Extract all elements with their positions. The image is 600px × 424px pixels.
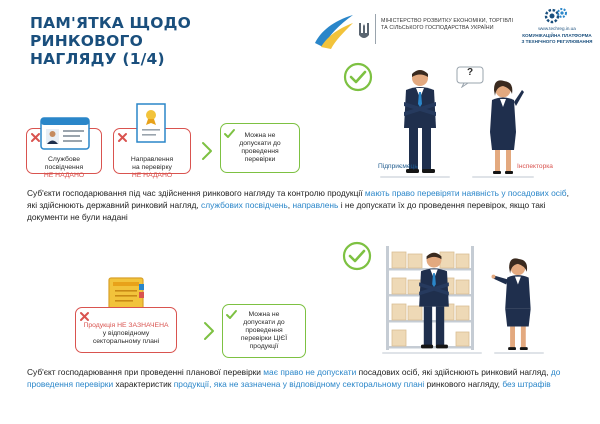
section2-text-2: посадових осіб, які здійснюють ринковий … [356,367,551,377]
card-product-line-2: у відповідному [102,330,150,337]
card-may-refuse-line-4: перевірки [244,156,276,163]
card-may-refuse-product-line-5: продукції [249,343,279,350]
card-may-refuse-product-label: Можна не допускати до проведення перевір… [225,311,303,351]
card-inspection-order-line-1: Направлення [130,156,174,163]
section1-highlight-3: направлень [292,200,339,210]
card-product-line-3: секторальному плані [92,338,160,345]
entrepreneur-figure [419,252,449,349]
techreg-gears-icon [544,8,567,24]
section2-highlight-1: має право не допускати [263,367,357,377]
ukraine-logo-icon [315,15,353,49]
check-icon [224,129,235,138]
card-inspection-order-label: Направлення на перевірку НЕ НАДАНО [116,156,188,180]
card-may-refuse-line-1: Можна не [244,132,276,139]
section2-text-3: характеристик [113,379,174,389]
card-may-refuse-product-line-2: допускати до [243,319,285,326]
card-may-refuse-line-2: допускати до [239,140,281,147]
ministry-name-line-1: Міністерство розвитку економіки, торгівл… [381,18,514,24]
certificate-icon [136,103,166,143]
x-icon [118,133,127,142]
card-product-line-1: Продукція НЕ ЗАЗНАЧЕНА [83,322,169,329]
card-may-refuse-product-line-1: Можна не [248,311,280,318]
section1-paragraph: Суб'єкти господарювання під час здійснен… [27,187,577,223]
role-inspector-label: Інспекторка [517,163,553,170]
x-icon [31,133,40,142]
card-may-refuse-product: Можна не допускати до проведення перевір… [222,304,306,358]
platform-url: www.techreg.in.ua [538,26,576,31]
card-inspection-order-line-2: на перевірку [132,164,172,171]
platform-name-line-2: з технічного регулювання [521,39,593,44]
section2-text-4: ринкового нагляду, [424,379,503,389]
x-icon [80,312,89,321]
trident-icon [359,23,369,38]
section1-text-1: Суб'єкти господарювання під час здійснен… [27,188,365,198]
card-may-refuse-product-line-4: перевірки ЦІЄЇ [240,335,288,342]
title-line-1: ПАМ'ЯТКА ЩОДО РИНКОВОГО [30,14,192,50]
card-service-id-line-1: Службове [48,156,80,163]
card-product-not-in-plan-label: Продукція НЕ ЗАЗНАЧЕНА у відповідному се… [78,322,174,346]
section2-highlight-4: без штрафів [502,379,551,389]
card-product-not-in-plan: Продукція НЕ ЗАЗНАЧЕНА у відповідному се… [75,307,177,353]
platform-name-line-1: Комунікаційна платформа [522,33,592,38]
question-mark: ? [466,67,474,78]
ministry-name-line-2: та сільського господарства України [381,25,494,31]
card-service-id-line-2: посвідчення [44,164,84,171]
section1-highlight-2: службових посвідчень [201,200,288,210]
inspector-figure [491,258,531,351]
arrow-right-icon [204,322,214,340]
floor-shadow [494,352,544,354]
check-circle-icon [342,241,372,271]
id-badge-icon [40,117,90,150]
check-circle-icon [343,62,373,92]
platform-name: Комунікаційна платформа з технічного рег… [518,33,596,45]
inspector-figure [490,80,524,174]
section2-paragraph: Суб'єкт господарювання при проведенні пл… [27,366,577,390]
page-title: ПАМ'ЯТКА ЩОДО РИНКОВОГО НАГЛЯДУ (1/4) [30,14,280,68]
card-inspection-order-status: НЕ НАДАНО [131,172,173,179]
section1-text-3: , [287,200,293,210]
arrow-right-icon [202,142,212,160]
card-may-refuse-label: Можна не допускати до проведення перевір… [223,132,297,164]
section2-highlight-3: продукції, яка не зазначена у відповідно… [173,379,425,389]
section2-text-1: Суб'єкт господарювання при проведенні пл… [27,367,264,377]
header-divider [375,14,376,44]
section2-highlight-2: до проведення перевірки [27,367,561,389]
title-line-2: НАГЛЯДУ (1/4) [30,50,165,68]
card-may-refuse-line-3: проведення [241,148,279,155]
floor-shadow [382,352,482,354]
floor-shadow [380,176,450,178]
floor-shadow [472,176,534,178]
section1-text-4: і не допускати їх до проведення перевіро… [27,200,546,222]
card-may-refuse-product-line-3: проведення [245,327,283,334]
card-service-id-status: НЕ НАДАНО [43,172,85,179]
ministry-name: Міністерство розвитку економіки, торгівл… [381,18,516,32]
role-entrepreneur-label: Підприємець [378,163,418,170]
entrepreneur-figure [404,70,436,173]
card-service-id-label: Службове посвідчення НЕ НАДАНО [29,156,99,180]
section1-highlight-1: мають право перевіряти наявність у посад… [364,188,567,198]
section1-text-2: , які здійснюють державний ринковий нагл… [27,188,569,210]
question-bubble-icon [456,66,484,88]
check-icon [226,310,237,319]
